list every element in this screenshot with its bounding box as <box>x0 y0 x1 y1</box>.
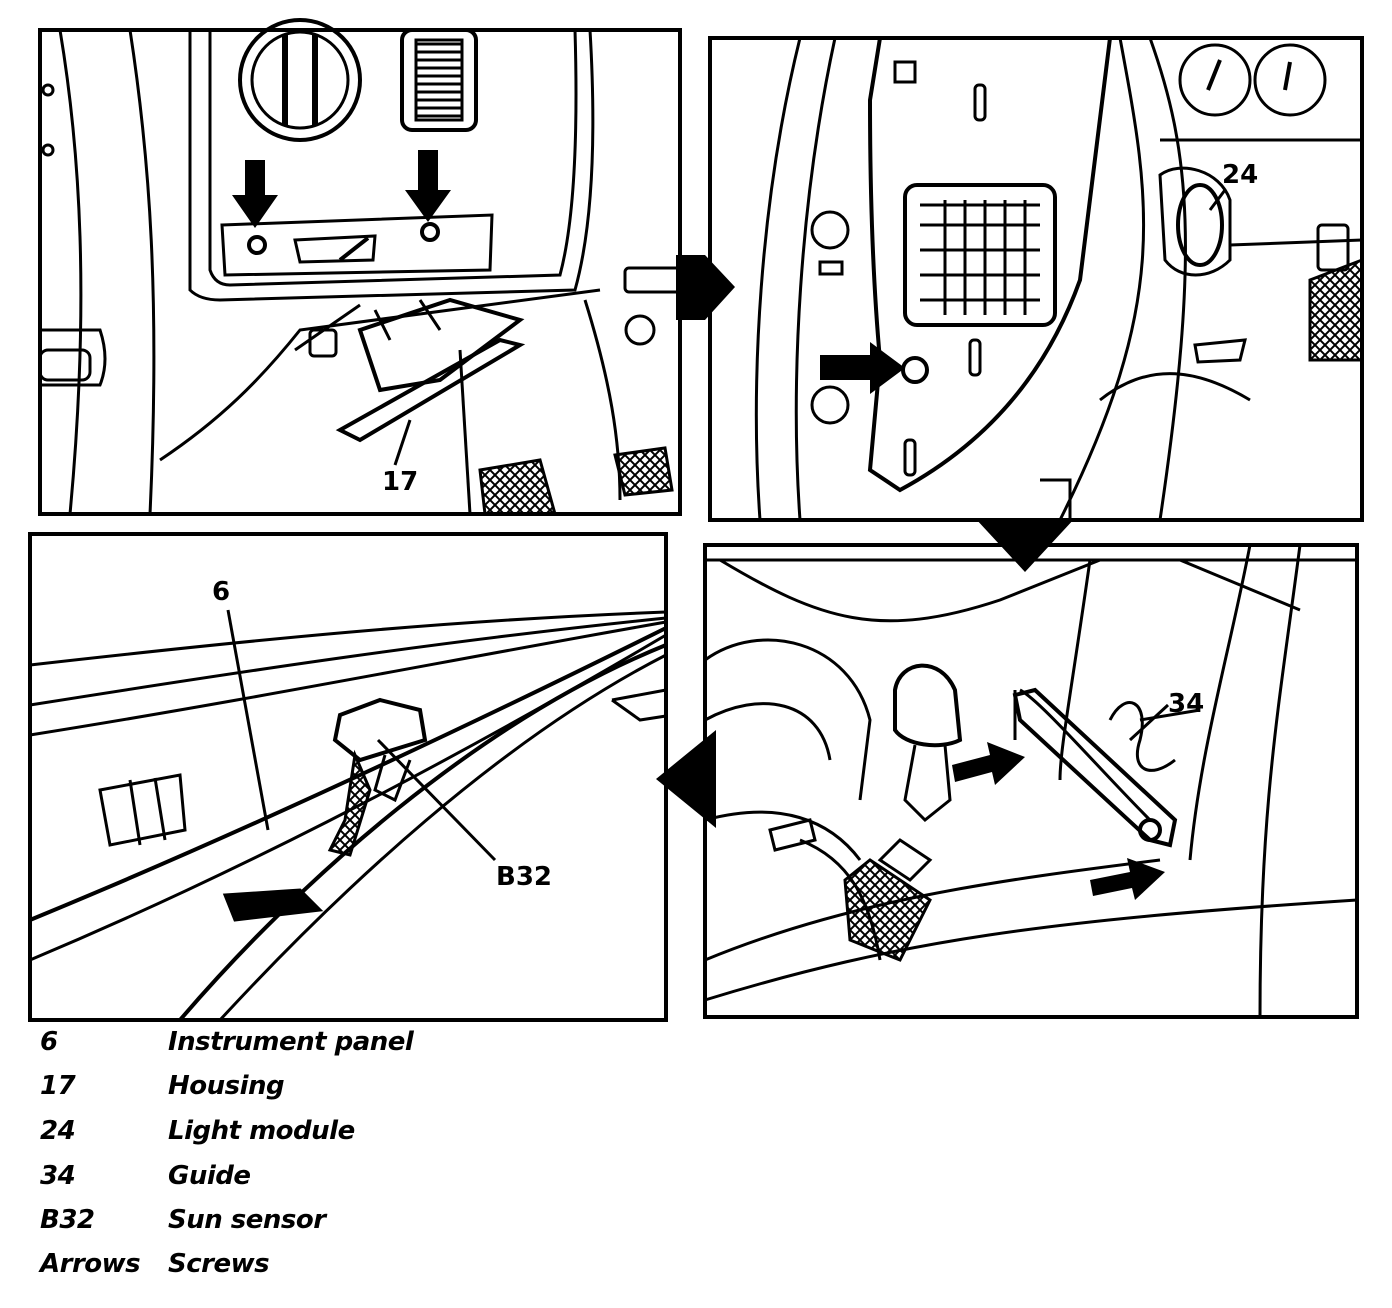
legend-key: 17 <box>40 1071 76 1101</box>
sequence-arrows <box>656 255 1075 828</box>
arrow-down-icon <box>975 518 1075 572</box>
legend-row: 17 Housing <box>40 1066 640 1106</box>
legend-row: B32 Sun sensor <box>40 1200 640 1240</box>
legend-desc: Guide <box>168 1161 251 1191</box>
legend-desc: Screws <box>168 1249 270 1279</box>
legend-row: 6 Instrument panel <box>40 1022 640 1062</box>
legend-desc: Instrument panel <box>168 1027 414 1057</box>
legend-row: 24 Light module <box>40 1111 640 1151</box>
arrow-left-icon <box>656 730 716 828</box>
legend-desc: Housing <box>168 1071 285 1101</box>
screw-arrow-panel2 <box>820 342 905 394</box>
legend-row: 34 Guide <box>40 1156 640 1196</box>
panel-light-module-removal: 24 <box>708 36 1364 522</box>
legend-key: 24 <box>40 1116 76 1146</box>
legend-key: Arrows <box>40 1249 141 1279</box>
legend-key: B32 <box>40 1205 95 1235</box>
screw-arrows-panel1 <box>232 150 451 228</box>
callout-sun-sensor: B32 <box>496 862 552 892</box>
screw-arrows-panel4 <box>952 742 1165 900</box>
legend-desc: Sun sensor <box>168 1205 326 1235</box>
legend-desc: Light module <box>168 1116 355 1146</box>
panel-guide-removal: 34 <box>703 543 1359 1019</box>
panel-housing-removal: 17 <box>38 18 682 516</box>
panel-sun-sensor-removal: 6 B32 <box>28 532 668 1022</box>
legend-row: Arrows Screws <box>40 1244 640 1284</box>
callout-housing: 17 <box>382 467 418 497</box>
callout-instrument-panel: 6 <box>212 577 230 607</box>
legend-key: 34 <box>40 1161 76 1191</box>
legend-key: 6 <box>40 1027 58 1057</box>
callout-light-module: 24 <box>1222 160 1258 190</box>
callout-guide: 34 <box>1168 689 1204 719</box>
arrow-right-icon <box>676 255 735 320</box>
